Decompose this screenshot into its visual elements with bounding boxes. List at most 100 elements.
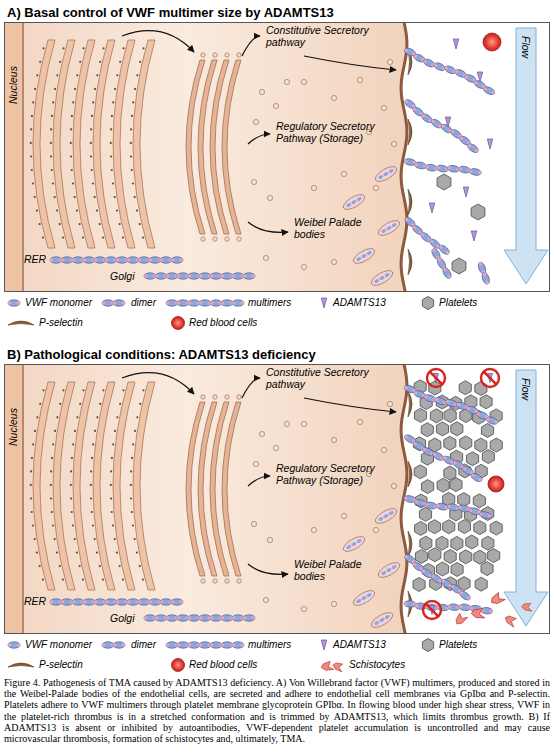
wpb-outline [351, 588, 377, 609]
wpb-tubule [361, 595, 367, 600]
vwf-domain [50, 599, 62, 605]
vwf-tip [458, 167, 462, 171]
vwf-monomer [199, 300, 211, 306]
platelet [460, 436, 472, 450]
ribosome [122, 237, 124, 239]
ribosome [71, 457, 73, 459]
vwf-tip [105, 258, 108, 261]
wpb-tubule [391, 564, 397, 569]
vwf-domain [72, 599, 84, 605]
illustration-label: Constitutive Secretory pathway [266, 24, 386, 48]
er-cisterna [113, 382, 135, 590]
vwf-tip [471, 473, 476, 478]
ribosome [142, 237, 144, 239]
adamts13-wedge [471, 231, 477, 241]
ribosome [82, 47, 84, 49]
platelet [444, 549, 456, 563]
platelet [450, 478, 462, 492]
ribosome [59, 223, 61, 225]
ribosome [52, 101, 54, 103]
vwf-tip [404, 217, 409, 222]
vwf-tip [485, 280, 489, 284]
platelet [444, 436, 456, 450]
inhibition-bar [426, 604, 439, 617]
vwf-monomer [127, 599, 139, 605]
ribosome [110, 155, 112, 157]
vwf-monomer [243, 273, 255, 279]
illustration-label: Regulatory Secretory Pathway (Storage) [276, 120, 386, 144]
flow-arrow [504, 28, 548, 284]
vwf-tip [188, 274, 191, 277]
platelet [475, 438, 487, 452]
legend-symbol [6, 638, 22, 652]
vwf-monomer [155, 273, 167, 279]
nucleus [4, 22, 22, 292]
ribosome [116, 416, 118, 418]
vwf-tip [455, 69, 460, 74]
vwf-domain [102, 300, 114, 306]
legend-text: P-selectin [39, 659, 83, 671]
vwf-monomer [221, 273, 233, 279]
vwf-domain [171, 599, 183, 605]
vwf-domain [8, 642, 20, 648]
platelet [420, 536, 432, 550]
legend-text: Red blood cells [189, 317, 257, 329]
ribosome [142, 389, 144, 391]
vwf-monomer [188, 273, 200, 279]
vwf-monomer [210, 300, 222, 306]
vwf-tip [404, 554, 409, 559]
wpb-tubule [381, 228, 387, 233]
ribosome [52, 524, 54, 526]
ribosome [99, 565, 101, 567]
vwf-monomer [447, 165, 460, 173]
ribosome [82, 579, 84, 581]
ribosome [70, 484, 72, 486]
vwf-tip [483, 87, 488, 92]
wpb-tubule [356, 196, 362, 201]
vwf-domain [232, 642, 244, 648]
ribosome [111, 115, 113, 117]
ribosome [131, 511, 133, 513]
vwf-monomer [481, 272, 491, 285]
vwf-domain [411, 561, 425, 573]
platelet [436, 422, 448, 436]
vwf-domain [138, 257, 150, 263]
vwf-domain [448, 603, 461, 610]
ribosome [79, 61, 81, 63]
secretory-vesicle [381, 447, 386, 452]
vwf-monomer [8, 300, 20, 306]
vwf-tip [431, 574, 436, 579]
vwf-tip [467, 143, 472, 148]
vwf-domain [434, 396, 447, 406]
vwf-tip [188, 616, 191, 619]
ribosome [79, 223, 81, 225]
ribosome [31, 115, 33, 117]
platelet [429, 520, 441, 534]
vwf-domain [102, 642, 114, 648]
vwf-monomer [221, 642, 233, 648]
platelet [452, 258, 466, 274]
ribosome [30, 484, 32, 486]
schistocyte [471, 607, 487, 619]
vwf-tip [450, 129, 455, 134]
platelet [422, 297, 433, 310]
nucleus [4, 364, 22, 634]
illustration-label: Golgi [110, 270, 135, 282]
platelet [458, 493, 470, 507]
vwf-domain [105, 257, 117, 263]
wpb-tubule [356, 538, 362, 543]
vwf-domain [8, 300, 20, 306]
vwf-tip [425, 503, 429, 507]
vwf-domain [155, 273, 167, 279]
vwf-tip [447, 166, 451, 170]
legend-text: dimer [131, 639, 156, 651]
vwf-domain [423, 393, 436, 403]
illustration-label: Constitutive Secretory pathway [266, 366, 386, 390]
vwf-domain [149, 599, 161, 605]
vwf-tip [61, 600, 64, 603]
ribosome [114, 430, 116, 432]
vwf-tip [241, 301, 244, 304]
secretory-vesicle [301, 421, 306, 426]
ribosome [111, 457, 113, 459]
ribosome [52, 443, 54, 445]
